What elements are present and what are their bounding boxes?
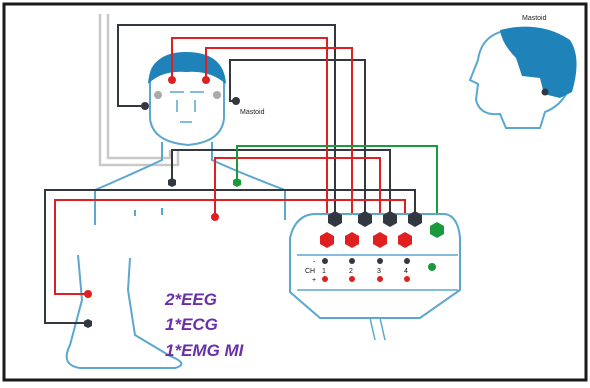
ecg-green-electrode <box>233 178 241 187</box>
caption-line-emg: 1*EMG MI <box>165 341 245 360</box>
mastoid-electrode-right <box>232 97 240 105</box>
head-side <box>468 26 577 129</box>
black-connector-1 <box>328 211 342 227</box>
channel-1-label: 1 <box>322 268 326 275</box>
head-electrodes <box>141 76 240 110</box>
red-wires <box>54 37 406 295</box>
amplifier-connectors <box>320 211 444 248</box>
channel-4-label: 4 <box>404 268 408 275</box>
ch1-plus-dot <box>322 276 328 282</box>
ecg-ground-electrode <box>168 178 176 187</box>
black-connector-3 <box>383 211 397 227</box>
black-connector-2 <box>358 211 372 227</box>
eeg-electrode-right <box>202 76 210 84</box>
green-wire <box>236 145 438 226</box>
channel-panel: - CH + 1 2 3 4 <box>305 258 436 284</box>
ch3-plus-dot <box>377 276 383 282</box>
mastoid-electrode-left <box>141 102 149 110</box>
ch2-minus-dot <box>349 258 355 264</box>
body-electrodes <box>84 178 241 328</box>
ground-connector <box>430 222 444 238</box>
red-connector-4 <box>398 232 412 248</box>
leg-figure <box>65 254 183 369</box>
red-connector-2 <box>345 232 359 248</box>
emg-black-electrode <box>84 319 92 328</box>
ch1-minus-dot <box>322 258 328 264</box>
ecg-red-electrode <box>211 213 219 221</box>
caption-line-ecg: 1*ECG <box>165 315 218 334</box>
mastoid-electrode-side <box>541 88 549 96</box>
caption: 2*EEG 1*ECG 1*EMG MI <box>164 290 245 360</box>
ch4-minus-dot <box>404 258 410 264</box>
ch-label: CH <box>305 268 315 275</box>
plus-label: + <box>312 277 316 284</box>
red-connector-1 <box>320 232 334 248</box>
minus-label: - <box>313 259 316 266</box>
eeg-electrode-left <box>168 76 176 84</box>
mastoid-head-label: Mastoid <box>240 109 265 116</box>
channel-3-label: 3 <box>377 268 381 275</box>
grey-wires <box>98 14 180 167</box>
ch2-plus-dot <box>349 276 355 282</box>
caption-line-eeg: 2*EEG <box>164 290 217 309</box>
mastoid-side-label: Mastoid <box>522 15 547 22</box>
red-connector-3 <box>373 232 387 248</box>
emg-red-electrode <box>84 290 92 298</box>
ch3-minus-dot <box>377 258 383 264</box>
ref-electrode-left <box>154 91 162 99</box>
channel-2-label: 2 <box>349 268 353 275</box>
ch4-plus-dot <box>404 276 410 282</box>
ground-dot <box>428 263 436 271</box>
black-connector-4 <box>408 211 422 227</box>
ref-electrode-right <box>213 91 221 99</box>
